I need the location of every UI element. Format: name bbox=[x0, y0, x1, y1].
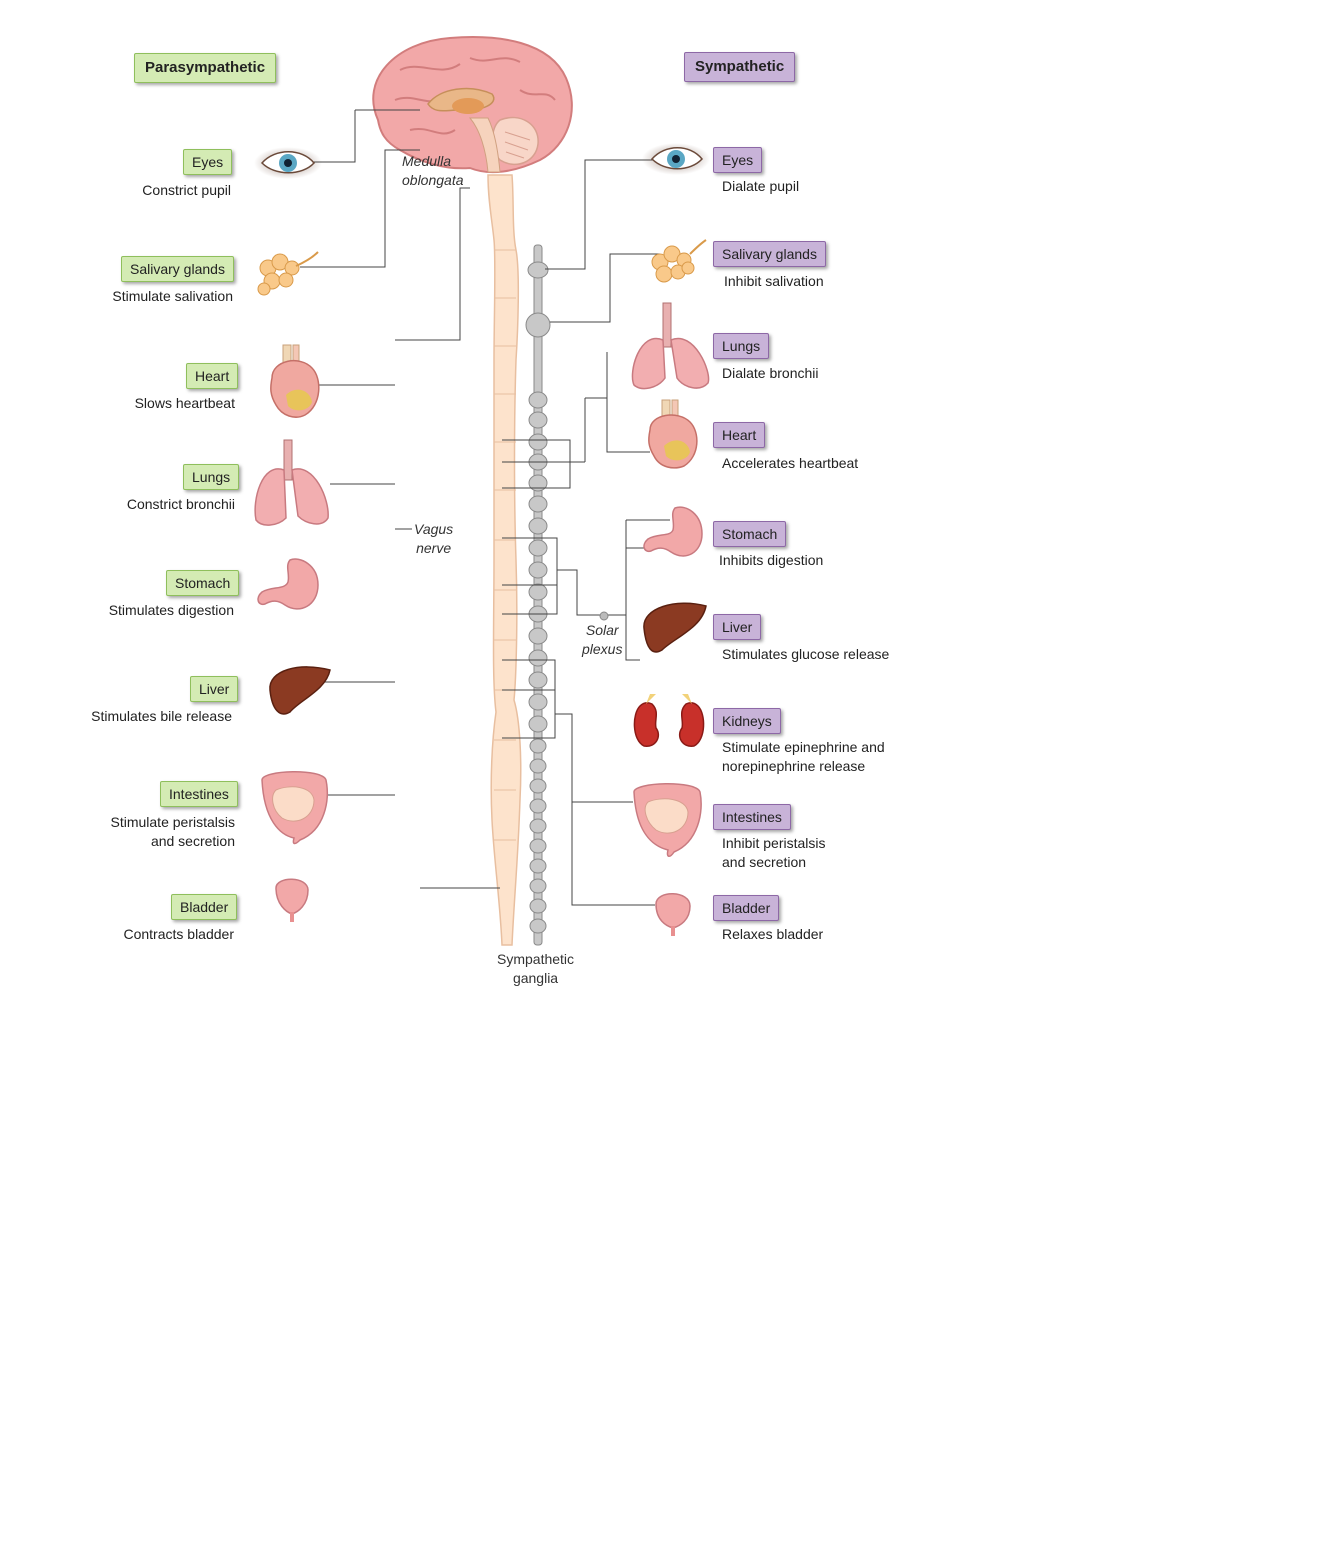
symp-organ-label: Bladder bbox=[713, 895, 780, 921]
eye-icon bbox=[642, 143, 710, 175]
kidneys-icon bbox=[633, 694, 705, 747]
para-organ-label: Intestines bbox=[160, 781, 238, 807]
salivary-glands-icon bbox=[257, 251, 319, 296]
parasympathetic-header: Parasympathetic bbox=[134, 53, 277, 83]
medulla-oblongata-label: Medulla oblongata bbox=[402, 153, 464, 188]
solar-plexus-label: Solar plexus bbox=[582, 622, 623, 657]
solar-plexus-node bbox=[599, 611, 609, 621]
heart-icon bbox=[648, 399, 698, 469]
brain-illustration bbox=[372, 36, 573, 174]
symp-effect-text: Inhibits digestion bbox=[719, 552, 824, 568]
symp-effect-text: Relaxes bladder bbox=[722, 926, 824, 942]
liver-icon bbox=[643, 602, 707, 653]
para-organ-label: Salivary glands bbox=[121, 256, 234, 282]
symp-effect-text: Inhibit peristalsis and secretion bbox=[722, 835, 826, 870]
para-organ-label: Heart bbox=[186, 363, 239, 389]
lungs-icon bbox=[254, 439, 329, 526]
symp-organ-label: Lungs bbox=[713, 333, 770, 359]
sympathetic-ganglia-chain bbox=[525, 244, 551, 946]
symp-effect-text: Dialate bronchii bbox=[722, 365, 819, 381]
bladder-icon bbox=[655, 893, 691, 936]
symp-organ-label: Stomach bbox=[713, 521, 787, 547]
sympathetic-ganglia-label: Sympathetic ganglia bbox=[497, 951, 575, 986]
salivary-glands-icon bbox=[651, 239, 707, 283]
heart-icon bbox=[270, 344, 320, 418]
para-effect-text: Contracts bladder bbox=[123, 926, 234, 942]
para-effect-text: Stimulate peristalsis and secretion bbox=[110, 814, 236, 849]
symp-effect-text: Stimulates glucose release bbox=[722, 646, 890, 662]
para-effect-text: Stimulates bile release bbox=[91, 708, 232, 724]
para-organ-label: Liver bbox=[190, 676, 239, 702]
bladder-icon bbox=[275, 878, 309, 922]
sympathetic-header: Sympathetic bbox=[684, 52, 796, 82]
symp-effect-text: Accelerates heartbeat bbox=[722, 455, 859, 471]
symp-organ-label: Eyes bbox=[713, 147, 763, 173]
symp-organ-label: Liver bbox=[713, 614, 762, 640]
symp-effect-text: Dialate pupil bbox=[722, 178, 800, 194]
symp-organ-label: Kidneys bbox=[713, 708, 781, 734]
para-organ-label: Eyes bbox=[183, 149, 233, 175]
lungs-icon bbox=[631, 302, 710, 390]
stomach-icon bbox=[257, 558, 319, 610]
symp-organ-label: Intestines bbox=[713, 804, 791, 830]
symp-organ-label: Heart bbox=[713, 422, 766, 448]
nerve-connections bbox=[300, 109, 670, 906]
symp-organ-label: Salivary glands bbox=[713, 241, 826, 267]
symp-effect-text: Stimulate epinephrine and norepinephrine… bbox=[722, 739, 885, 774]
para-effect-text: Constrict bronchii bbox=[126, 496, 235, 512]
para-organ-label: Stomach bbox=[166, 570, 240, 596]
stomach-icon bbox=[643, 506, 703, 557]
para-effect-text: Slows heartbeat bbox=[134, 395, 235, 411]
eye-icon bbox=[254, 147, 322, 179]
symp-effect-text: Inhibit salivation bbox=[724, 273, 824, 289]
para-organ-label: Bladder bbox=[171, 894, 238, 920]
vagus-nerve-label: Vagus nerve bbox=[414, 521, 454, 556]
intestines-icon bbox=[633, 783, 702, 857]
liver-icon bbox=[269, 666, 331, 715]
para-effect-text: Constrict pupil bbox=[142, 182, 231, 198]
intestines-icon bbox=[261, 771, 328, 845]
spinal-cord bbox=[487, 174, 522, 946]
para-organ-label: Lungs bbox=[183, 464, 240, 490]
para-effect-text: Stimulate salivation bbox=[112, 288, 233, 304]
para-effect-text: Stimulates digestion bbox=[108, 602, 234, 618]
